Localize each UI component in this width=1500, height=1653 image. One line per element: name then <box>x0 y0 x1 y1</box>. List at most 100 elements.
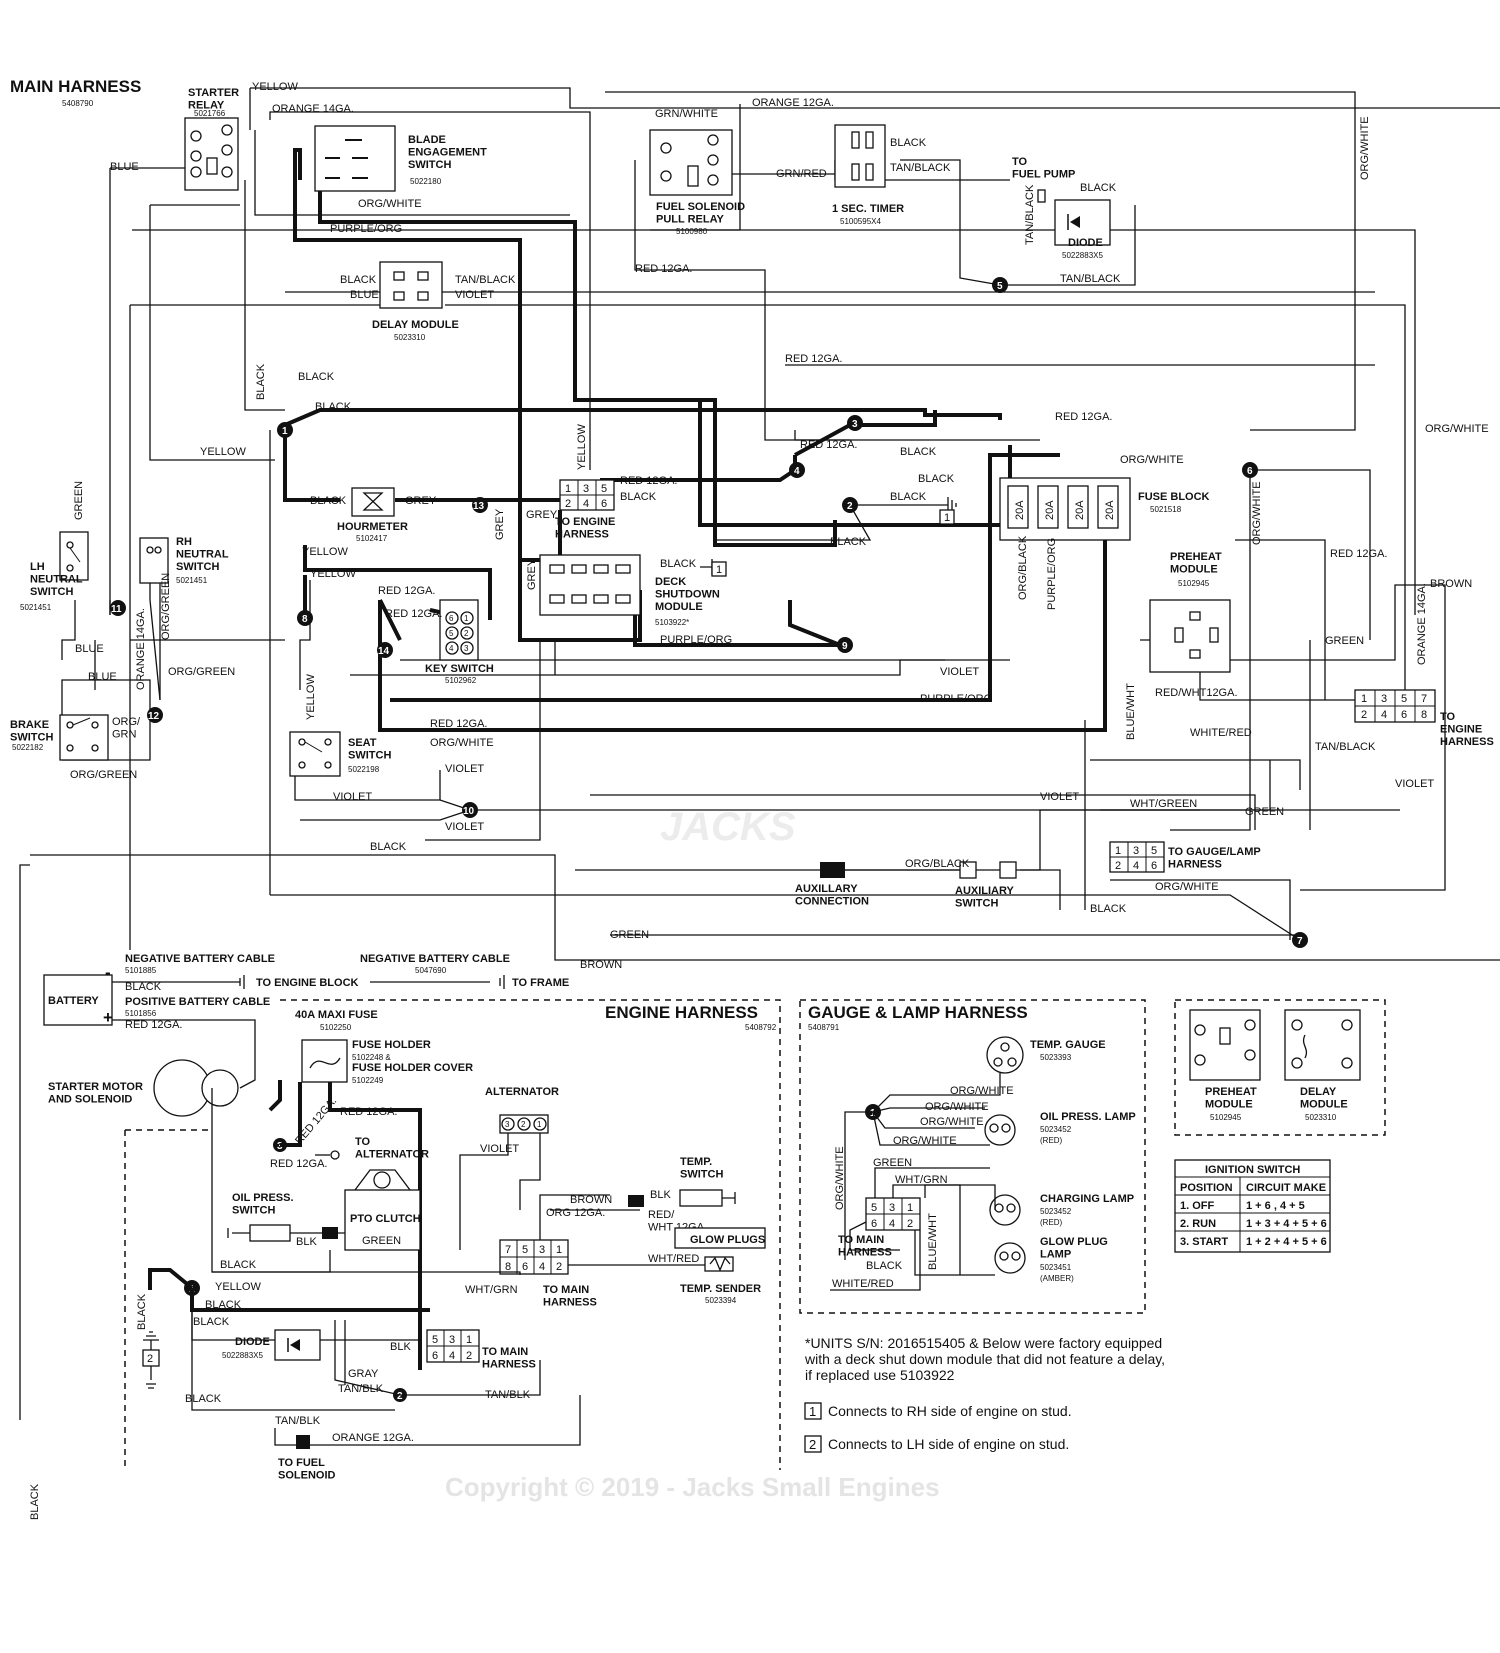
svg-text:TO ENGINE BLOCK: TO ENGINE BLOCK <box>256 977 359 989</box>
svg-text:BLACK: BLACK <box>620 491 657 503</box>
svg-text:BLACK: BLACK <box>193 1316 230 1328</box>
svg-text:TAN/BLACK: TAN/BLACK <box>890 162 951 174</box>
svg-text:1: 1 <box>565 483 571 495</box>
svg-text:ORG 12GA.: ORG 12GA. <box>546 1207 605 1219</box>
svg-text:BLK: BLK <box>296 1236 317 1248</box>
svg-text:9: 9 <box>842 641 848 652</box>
rh-neutral-part: 5021451 <box>176 576 208 585</box>
hourmeter: HOURMETER 5102417 <box>337 487 408 543</box>
svg-text:5102248 &: 5102248 & <box>352 1053 391 1062</box>
svg-text:BLACK: BLACK <box>340 274 377 286</box>
svg-text:OIL PRESS. LAMP: OIL PRESS. LAMP <box>1040 1111 1136 1123</box>
svg-text:1 + 2 + 4 + 5 + 6: 1 + 2 + 4 + 5 + 6 <box>1246 1236 1327 1248</box>
svg-text:5102249: 5102249 <box>352 1076 384 1085</box>
svg-text:3: 3 <box>852 419 858 430</box>
svg-text:NEGATIVE BATTERY CABLE: NEGATIVE BATTERY CABLE <box>360 953 510 965</box>
diode-top-label: DIODE <box>1068 237 1103 249</box>
svg-text:5: 5 <box>601 483 607 495</box>
svg-text:6: 6 <box>1401 709 1407 721</box>
svg-text:WHITE/RED: WHITE/RED <box>1190 727 1252 739</box>
ignition-switch-table: IGNITION SWITCH POSITION CIRCUIT MAKE 1.… <box>1174 1159 1331 1253</box>
svg-text:GREEN: GREEN <box>1325 635 1364 647</box>
fuse-block-label: FUSE BLOCK <box>1138 491 1210 503</box>
svg-text:BLACK: BLACK <box>660 558 697 570</box>
svg-text:VIOLET: VIOLET <box>940 666 979 678</box>
svg-text:(AMBER): (AMBER) <box>1040 1274 1074 1283</box>
note-1: Connects to RH side of engine on stud. <box>828 1403 1072 1419</box>
svg-text:4: 4 <box>449 1350 455 1362</box>
fuse-4: 20A <box>1104 500 1116 520</box>
svg-text:BLACK: BLACK <box>205 1299 242 1311</box>
svg-text:BLACK: BLACK <box>136 1293 148 1330</box>
svg-text:6: 6 <box>1151 860 1157 872</box>
svg-text:3: 3 <box>1381 693 1387 705</box>
svg-text:5023451: 5023451 <box>1040 1263 1072 1272</box>
svg-text:5022883X5: 5022883X5 <box>222 1351 263 1360</box>
svg-text:YELLOW: YELLOW <box>305 674 317 720</box>
svg-text:1: 1 <box>716 564 722 576</box>
splice-nodes: 1 2 3 4 5 6 7 8 9 10 11 12 13 14 <box>110 277 1308 948</box>
svg-text:OIL PRESS.SWITCH: OIL PRESS.SWITCH <box>232 1192 294 1217</box>
svg-text:14: 14 <box>378 646 390 657</box>
svg-text:1: 1 <box>537 1120 542 1129</box>
svg-text:10: 10 <box>463 806 475 817</box>
fuse-block: 20A 20A 20A 20A FUSE BLOCK 5021518 <box>999 477 1210 541</box>
svg-text:ORG/WHITE: ORG/WHITE <box>430 737 494 749</box>
svg-text:ORG/WHITE: ORG/WHITE <box>950 1085 1014 1097</box>
svg-text:TAN/BLACK: TAN/BLACK <box>1024 184 1036 245</box>
svg-text:3: 3 <box>889 1202 895 1214</box>
delay-module-label: DELAY MODULE <box>372 319 459 331</box>
svg-text:YELLOW: YELLOW <box>576 424 588 470</box>
svg-text:ALTERNATOR: ALTERNATOR <box>485 1086 559 1098</box>
svg-text:POSITION: POSITION <box>1180 1182 1233 1194</box>
svg-text:ORANGE 14GA.: ORANGE 14GA. <box>272 103 354 115</box>
fuse-3: 20A <box>1074 500 1086 520</box>
svg-text:11: 11 <box>111 604 122 615</box>
svg-text:12: 12 <box>148 711 160 722</box>
svg-text:6: 6 <box>432 1350 438 1362</box>
svg-text:ORG/WHITE: ORG/WHITE <box>920 1116 984 1128</box>
svg-text:TAN/BLACK: TAN/BLACK <box>455 274 516 286</box>
blade-switch-part: 5022180 <box>410 177 442 186</box>
svg-text:FUSE HOLDER COVER: FUSE HOLDER COVER <box>352 1062 473 1074</box>
svg-text:8: 8 <box>1421 709 1427 721</box>
svg-text:ENGINE HARNESS: ENGINE HARNESS <box>605 1003 758 1022</box>
svg-text:13: 13 <box>473 501 485 512</box>
svg-text:BLACK: BLACK <box>830 536 867 548</box>
svg-text:BLACK: BLACK <box>1090 903 1127 915</box>
svg-text:1: 1 <box>907 1202 913 1214</box>
gauge-lamp-section: GAUGE & LAMP HARNESS 5408791 TEMP. GAUGE… <box>799 999 1146 1314</box>
timer-part: 5100595X4 <box>840 217 881 226</box>
lh-neutral-part: 5021451 <box>20 603 52 612</box>
svg-text:PURPLE/ORG: PURPLE/ORG <box>920 693 992 705</box>
svg-text:CHARGING LAMP: CHARGING LAMP <box>1040 1193 1134 1205</box>
svg-text:BLACK: BLACK <box>185 1393 222 1405</box>
hourmeter-part: 5102417 <box>356 534 388 543</box>
fuel-relay-part: 5100980 <box>676 227 708 236</box>
svg-text:VIOLET: VIOLET <box>333 791 372 803</box>
svg-text:4: 4 <box>889 1218 895 1230</box>
svg-text:ORG/WHITE: ORG/WHITE <box>1120 454 1184 466</box>
sec-timer: 1 SEC. TIMER 5100595X4 <box>832 124 904 226</box>
svg-text:YELLOW: YELLOW <box>215 1281 261 1293</box>
svg-text:TAN/BLK: TAN/BLK <box>275 1415 321 1427</box>
svg-text:TO FRAME: TO FRAME <box>512 977 569 989</box>
svg-text:ORG/GRN: ORG/GRN <box>112 716 141 741</box>
svg-text:4: 4 <box>794 466 800 477</box>
hourmeter-label: HOURMETER <box>337 521 408 533</box>
svg-text:ORG/WHITE: ORG/WHITE <box>1425 423 1489 435</box>
key-switch-label: KEY SWITCH <box>425 663 494 675</box>
svg-text:BLACK: BLACK <box>890 137 927 149</box>
svg-text:RED 12GA.: RED 12GA. <box>620 475 677 487</box>
delay-module: DELAY MODULE 5023310 <box>372 261 459 342</box>
